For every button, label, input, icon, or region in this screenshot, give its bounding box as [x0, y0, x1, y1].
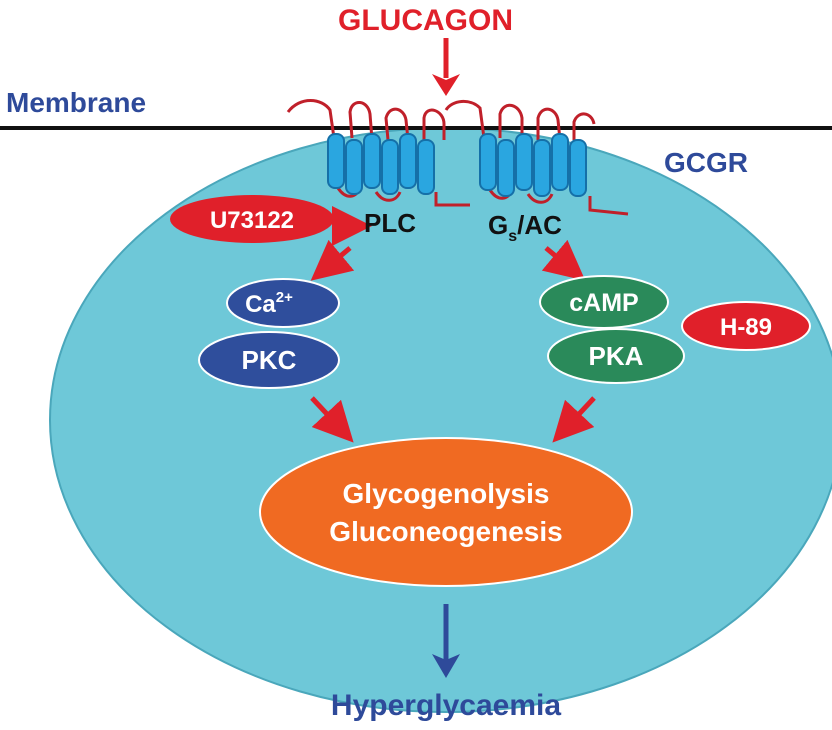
process-label-line1: Glycogenolysis: [343, 478, 550, 509]
ca-label-sup: 2+: [276, 289, 293, 306]
gs-ac-label: Gs/AC: [488, 210, 562, 245]
plc-label: PLC: [364, 208, 416, 238]
inhibitor-u73122-node: [170, 195, 334, 243]
ca-label: Ca2+: [245, 289, 293, 318]
inhibitor-h89-label: H-89: [720, 314, 772, 341]
gs-ac-label-ac: /AC: [517, 210, 562, 240]
gs-ac-label-g: G: [488, 210, 508, 240]
inhibitor-h89-node: [681, 301, 811, 351]
outcome-arrow: [432, 604, 460, 678]
receptor-right: [444, 100, 629, 216]
gs-ac-label-sub: s: [508, 228, 517, 245]
arrow-pka-to-process: [552, 396, 596, 443]
process-node: [259, 437, 633, 587]
membrane-label: Membrane: [6, 87, 146, 118]
receptor-label: GCGR: [664, 147, 748, 178]
ca-node: [226, 278, 340, 328]
arrow-gs-to-camp: [541, 239, 586, 281]
receptor-left: [286, 99, 470, 207]
pka-node: [547, 328, 685, 384]
arrow-plc-to-ca: [310, 239, 355, 281]
ligand-arrow: [432, 38, 460, 96]
cell-body: [49, 127, 832, 713]
outcome-label: Hyperglycaemia: [331, 689, 561, 722]
pkc-node: [198, 331, 340, 389]
camp-node: [539, 275, 669, 329]
pkc-label: PKC: [242, 345, 297, 375]
ligand-label: GLUCAGON: [338, 4, 513, 37]
camp-label: cAMP: [569, 289, 638, 317]
arrow-pkc-to-process: [310, 396, 354, 443]
ca-label-base: Ca: [245, 291, 276, 318]
process-label-line2: Gluconeogenesis: [329, 516, 562, 547]
inhibitor-u73122-label: U73122: [210, 207, 294, 234]
pka-label: PKA: [589, 341, 644, 371]
